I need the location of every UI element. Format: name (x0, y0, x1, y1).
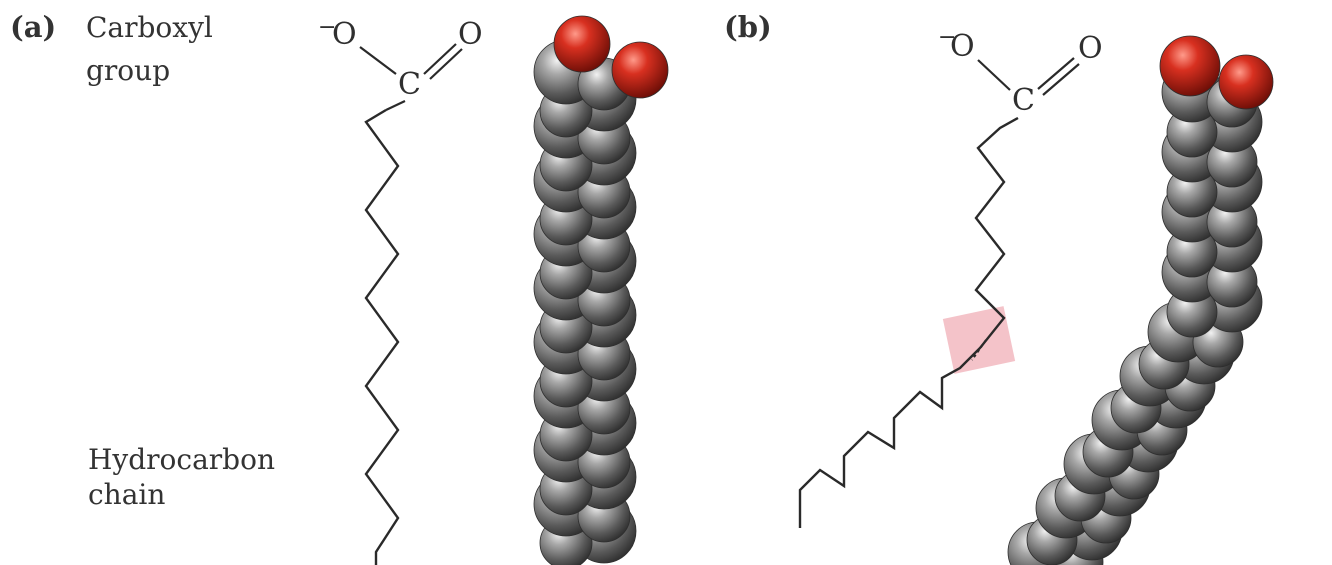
cis-double-bond-line (971, 339, 987, 361)
carboxyl-group-label-line2: group (86, 54, 171, 87)
cis-double-bond-highlight (942, 306, 1016, 374)
bond-to-chain-a (385, 100, 406, 111)
hydrocarbon-chain-label-line1: Hydrocarbon (88, 443, 275, 476)
oxygen-charge-a: − (318, 15, 336, 40)
panel-b-label: (b) (724, 10, 772, 44)
panel-a-label: (a) (10, 10, 57, 44)
oxygen-atom-a-left: O (332, 17, 357, 52)
carboxyl-group-b: − O O C (938, 25, 1103, 118)
panel-b-skeletal-structure: − O O C (798, 25, 1103, 528)
oxygen-atom-b-left: O (950, 29, 975, 64)
space-filling-model-b (1007, 35, 1274, 565)
double-bond-b-1 (1037, 57, 1075, 90)
carbon-atom-b: C (1012, 83, 1035, 118)
oxygen-atom-a-right: O (458, 17, 483, 52)
oxygen-charge-b: − (938, 25, 956, 50)
oxygen-atom-ball (1218, 54, 1274, 110)
carboxyl-group-label-line1: Carboxyl (86, 11, 213, 44)
oxygen-atom-ball (1159, 35, 1221, 97)
hydrocarbon-chain-b (798, 116, 1019, 528)
double-bond-a-1 (423, 43, 457, 75)
single-bond-b (977, 59, 1011, 91)
hydrocarbon-chain-label-line2: chain (88, 478, 166, 511)
space-filling-model-a (533, 15, 669, 565)
carbon-atom-a: C (398, 67, 421, 102)
single-bond-a (359, 46, 397, 75)
panel-a-skeletal-structure: − O O C (318, 15, 483, 565)
oxygen-atom-ball (553, 15, 611, 73)
oxygen-atom-ball (611, 41, 669, 99)
oxygen-atom-b-right: O (1078, 31, 1103, 66)
double-bond-a-2 (429, 48, 463, 80)
hydrocarbon-chain-a (364, 108, 400, 565)
double-bond-b-2 (1042, 63, 1080, 96)
carboxyl-group-a: − O O C (318, 15, 483, 111)
